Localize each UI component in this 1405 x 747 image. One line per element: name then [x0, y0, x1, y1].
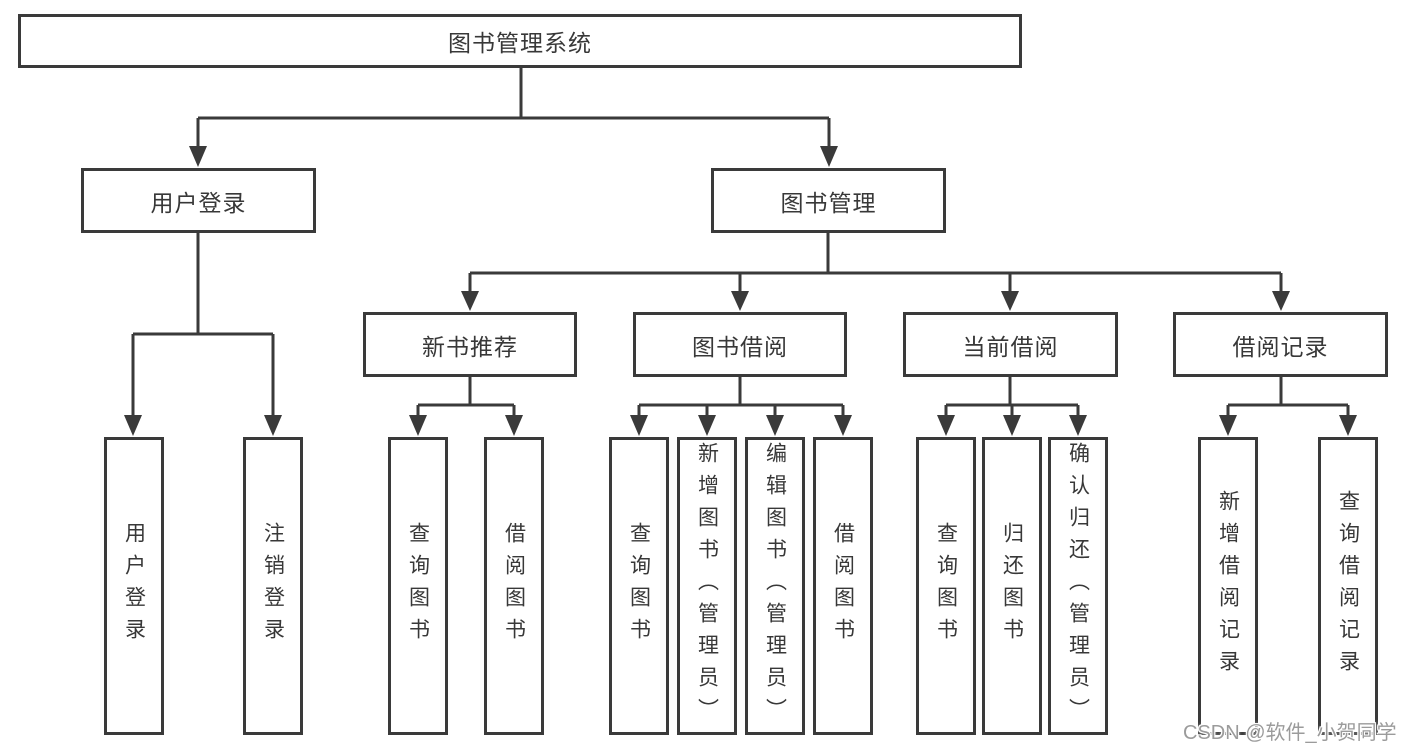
leaf-label: 查询图书 [627, 522, 651, 650]
leaf-label: 查询图书 [934, 522, 958, 650]
leaf-edit-book-admin: 编辑图书（管理员） [745, 437, 805, 735]
leaf-borrow-books-recommend: 借阅图书 [484, 437, 544, 735]
leaf-label: 新增图书（管理员） [695, 442, 719, 730]
node-current-borrow: 当前借阅 [903, 312, 1118, 377]
leaf-label: 借阅图书 [502, 522, 526, 650]
node-library-management-system: 图书管理系统 [18, 14, 1022, 68]
leaf-label: 注销登录 [261, 522, 285, 650]
node-label: 当前借阅 [962, 333, 1059, 360]
node-label: 用户登录 [150, 189, 247, 216]
node-label: 图书管理 [780, 189, 877, 216]
leaf-query-books-recommend: 查询图书 [388, 437, 448, 735]
node-label: 新书推荐 [422, 333, 518, 360]
node-label: 图书管理系统 [448, 30, 592, 56]
leaf-query-books-current: 查询图书 [916, 437, 976, 735]
arrowheads [124, 146, 1357, 436]
leaf-label: 查询图书 [406, 522, 430, 650]
leaf-label: 归还图书 [1000, 522, 1024, 650]
node-user-login: 用户登录 [81, 168, 316, 233]
leaf-add-borrow-record: 新增借阅记录 [1198, 437, 1258, 735]
leaf-confirm-return-admin: 确认归还（管理员） [1048, 437, 1108, 735]
leaf-label: 确认归还（管理员） [1066, 442, 1090, 730]
leaf-query-books-borrow: 查询图书 [609, 437, 669, 735]
node-book-management: 图书管理 [711, 168, 946, 233]
leaf-label: 查询借阅记录 [1336, 490, 1360, 682]
leaf-add-book-admin: 新增图书（管理员） [677, 437, 737, 735]
leaf-label: 新增借阅记录 [1216, 490, 1240, 682]
leaf-borrow-books: 借阅图书 [813, 437, 873, 735]
csdn-watermark: CSDN @软件_小贺同学 [1183, 722, 1397, 744]
leaf-logout: 注销登录 [243, 437, 303, 735]
leaf-label: 借阅图书 [831, 522, 855, 650]
leaf-user-login: 用户登录 [104, 437, 164, 735]
leaf-label: 编辑图书（管理员） [763, 442, 787, 730]
node-label: 借阅记录 [1232, 333, 1329, 360]
node-borrow-records: 借阅记录 [1173, 312, 1388, 377]
node-new-book-recommend: 新书推荐 [363, 312, 577, 377]
leaf-return-books: 归还图书 [982, 437, 1042, 735]
leaf-label: 用户登录 [122, 522, 146, 650]
leaf-query-borrow-record: 查询借阅记录 [1318, 437, 1378, 735]
node-book-borrow: 图书借阅 [633, 312, 847, 377]
node-label: 图书借阅 [692, 333, 788, 360]
